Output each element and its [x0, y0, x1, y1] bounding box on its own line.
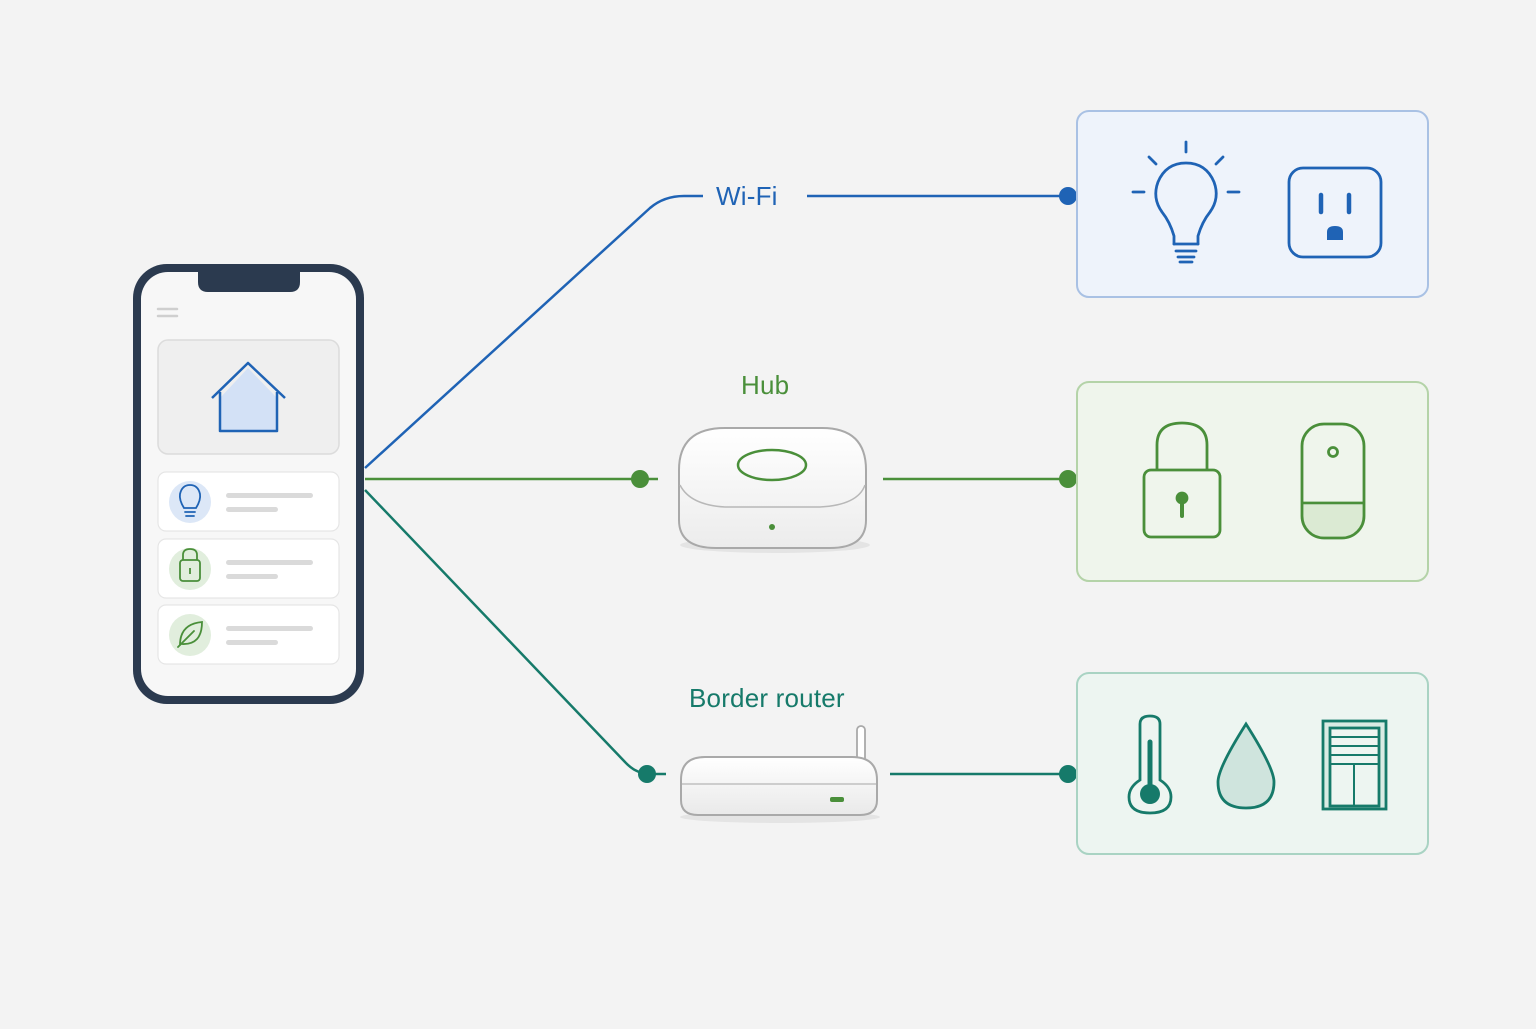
home-icon	[211, 361, 286, 433]
lightbulb-icon[interactable]	[1131, 140, 1241, 264]
lock-icon	[179, 548, 201, 582]
hub-input-dot	[631, 470, 649, 488]
hub-status-ring	[736, 448, 808, 482]
phone-notch	[198, 272, 300, 292]
router-status-led	[830, 797, 844, 802]
device-row-light[interactable]	[157, 471, 340, 532]
border-router-label: Border router	[689, 683, 845, 713]
hub-endpoint-dot	[1059, 470, 1077, 488]
hub-connection	[365, 470, 1077, 488]
wifi-connection	[364, 187, 1077, 469]
wifi-device-group	[1076, 110, 1429, 298]
thread-endpoint-dot	[1059, 765, 1077, 783]
thread-device-group	[1076, 672, 1429, 855]
thermometer-icon[interactable]	[1127, 714, 1173, 815]
hub-status-led	[769, 524, 775, 530]
leaf-icon	[177, 621, 203, 648]
window-blinds-icon[interactable]	[1321, 719, 1388, 811]
motion-sensor-icon[interactable]	[1300, 422, 1366, 540]
wifi-endpoint-dot	[1059, 187, 1077, 205]
lock-icon[interactable]	[1142, 421, 1222, 539]
border-router-device	[680, 725, 880, 823]
smartphone	[133, 264, 364, 704]
wifi-label: Wi-Fi	[716, 181, 778, 211]
water-drop-icon[interactable]	[1216, 721, 1276, 810]
hub-device-group	[1076, 381, 1429, 582]
menu-icon[interactable]	[156, 307, 179, 318]
power-outlet-icon[interactable]	[1287, 166, 1383, 259]
router-input-dot	[638, 765, 656, 783]
device-row-eco[interactable]	[157, 604, 340, 665]
hub-device	[678, 427, 870, 553]
thread-connection	[364, 489, 1077, 783]
device-row-lock[interactable]	[157, 538, 340, 599]
lightbulb-icon	[178, 484, 202, 517]
hub-label: Hub	[741, 370, 790, 400]
